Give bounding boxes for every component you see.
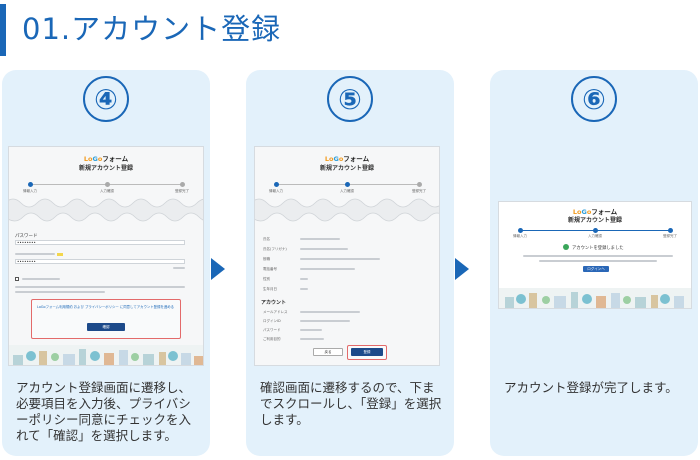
checkbox-label-line bbox=[22, 278, 60, 280]
progress-label-3: 登録完了 bbox=[412, 189, 426, 193]
step-number-5: ⑤ bbox=[327, 76, 373, 122]
step-description-5: 確認画面に遷移するので、下までスクロールし、「登録」を選択します。 bbox=[260, 380, 442, 427]
complete-note-line-1 bbox=[523, 255, 673, 257]
field-value-name bbox=[300, 238, 340, 240]
account-label-email: メールアドレス bbox=[263, 310, 288, 314]
check-circle-icon bbox=[563, 244, 569, 250]
progress-dot-3 bbox=[668, 228, 673, 233]
form-heading: 新規アカウント登録 bbox=[78, 165, 133, 172]
field-value-birthday bbox=[300, 288, 308, 290]
account-label-purpose: ご利用目的 bbox=[263, 337, 281, 341]
step-card-4: ④ LoGoフォーム 新規アカウント登録 情報入力 入力確認 登録完了 パスワー… bbox=[2, 70, 210, 456]
field-label-gender: 性別 bbox=[263, 277, 270, 281]
step-description-4: アカウント登録画面に遷移し、必要項目を入力後、プライバシーポリシー同意にチェック… bbox=[16, 380, 192, 443]
arrow-right-icon bbox=[211, 258, 225, 280]
password-label: パスワード bbox=[15, 234, 38, 239]
password-confirm-field[interactable] bbox=[15, 259, 185, 264]
city-illustration bbox=[499, 288, 691, 308]
screenshot-complete: LoGoフォーム 新規アカウント登録 情報入力 入力確認 登録完了 アカウントを… bbox=[498, 201, 692, 309]
step-card-6: ⑥ LoGoフォーム 新規アカウント登録 情報入力 入力確認 登録完了 アカウン… bbox=[490, 70, 698, 456]
logo: LoGoフォーム bbox=[83, 155, 129, 163]
field-label-title: 役職 bbox=[263, 257, 270, 261]
account-label-password: パスワード bbox=[263, 328, 281, 332]
highlight-box bbox=[31, 299, 181, 339]
progress-label-3: 登録完了 bbox=[175, 189, 189, 193]
field-value-phone bbox=[300, 268, 355, 270]
confirm-button[interactable]: 確認 bbox=[87, 323, 125, 331]
account-value-id bbox=[300, 320, 350, 322]
complete-note-line-2 bbox=[539, 260, 657, 262]
notice-line-2 bbox=[15, 291, 105, 293]
step-number-6: ⑥ bbox=[571, 76, 617, 122]
torn-edge bbox=[255, 198, 439, 222]
screenshot-registration-form: LoGoフォーム 新規アカウント登録 情報入力 入力確認 登録完了 パスワード … bbox=[8, 146, 204, 366]
field-label-kana: 氏名(フリガナ) bbox=[263, 247, 287, 251]
login-button[interactable]: ログインへ bbox=[583, 266, 609, 272]
progress-dot-1 bbox=[518, 228, 523, 233]
field-value-title bbox=[300, 258, 380, 260]
field-value-gender bbox=[300, 278, 308, 280]
progress-label-2: 入力確認 bbox=[588, 234, 602, 238]
agree-checkbox-label[interactable]: LoGoフォーム利用規約 および プライバシーポリシー に同意してアカウント登録… bbox=[37, 305, 175, 309]
step-card-5: ⑤ LoGoフォーム 新規アカウント登録 情報入力 入力確認 登録完了 氏名 氏… bbox=[246, 70, 454, 456]
progress-dot-2 bbox=[593, 228, 598, 233]
form-heading: 新規アカウント登録 bbox=[567, 217, 622, 224]
account-value-password bbox=[300, 329, 322, 331]
field-label-name: 氏名 bbox=[263, 237, 270, 241]
step-description-6: アカウント登録が完了します。 bbox=[504, 380, 678, 395]
progress-label-2: 入力確認 bbox=[340, 189, 354, 193]
password-field[interactable] bbox=[15, 240, 185, 245]
logo: LoGoフォーム bbox=[324, 155, 370, 163]
progress-dot-2 bbox=[345, 182, 350, 187]
step-number-4: ④ bbox=[83, 76, 129, 122]
progress-label-3: 登録完了 bbox=[663, 234, 677, 238]
account-value-email bbox=[300, 311, 360, 313]
logo: LoGoフォーム bbox=[572, 208, 618, 216]
notice-line-1 bbox=[15, 286, 185, 288]
progress-label-1: 情報入力 bbox=[23, 189, 37, 193]
required-tag bbox=[57, 253, 63, 256]
account-label-id: ログインID bbox=[263, 319, 281, 323]
progress-dot-2 bbox=[105, 182, 110, 187]
hint-line bbox=[15, 253, 55, 255]
progress-label-2: 入力確認 bbox=[100, 189, 114, 193]
progress-dot-1 bbox=[274, 182, 279, 187]
back-button[interactable]: 戻る bbox=[313, 348, 343, 356]
progress-label-1: 情報入力 bbox=[269, 189, 283, 193]
form-heading: 新規アカウント登録 bbox=[319, 165, 374, 172]
progress-label-1: 情報入力 bbox=[513, 234, 527, 238]
progress-dot-3 bbox=[417, 182, 422, 187]
char-count-line bbox=[173, 267, 185, 269]
account-value-purpose bbox=[300, 338, 324, 340]
city-illustration bbox=[9, 345, 203, 365]
page-title: 01.アカウント登録 bbox=[22, 12, 282, 46]
field-label-phone: 電話番号 bbox=[263, 267, 277, 271]
progress-dot-3 bbox=[180, 182, 185, 187]
screenshot-confirmation: LoGoフォーム 新規アカウント登録 情報入力 入力確認 登録完了 氏名 氏名(… bbox=[254, 146, 440, 366]
arrow-right-icon bbox=[455, 258, 469, 280]
complete-message: アカウントを登録しました bbox=[572, 246, 624, 251]
checkbox-icon[interactable] bbox=[15, 277, 19, 281]
password-confirm-value: •••••••• bbox=[17, 259, 36, 264]
account-section-heading: アカウント bbox=[261, 300, 287, 306]
register-button[interactable]: 登録 bbox=[351, 348, 383, 356]
torn-edge bbox=[9, 198, 203, 222]
password-value: •••••••• bbox=[17, 240, 36, 245]
title-accent-bar bbox=[0, 4, 6, 56]
progress-dot-1 bbox=[28, 182, 33, 187]
field-label-birthday: 生年月日 bbox=[263, 287, 277, 291]
field-value-kana bbox=[300, 248, 348, 250]
